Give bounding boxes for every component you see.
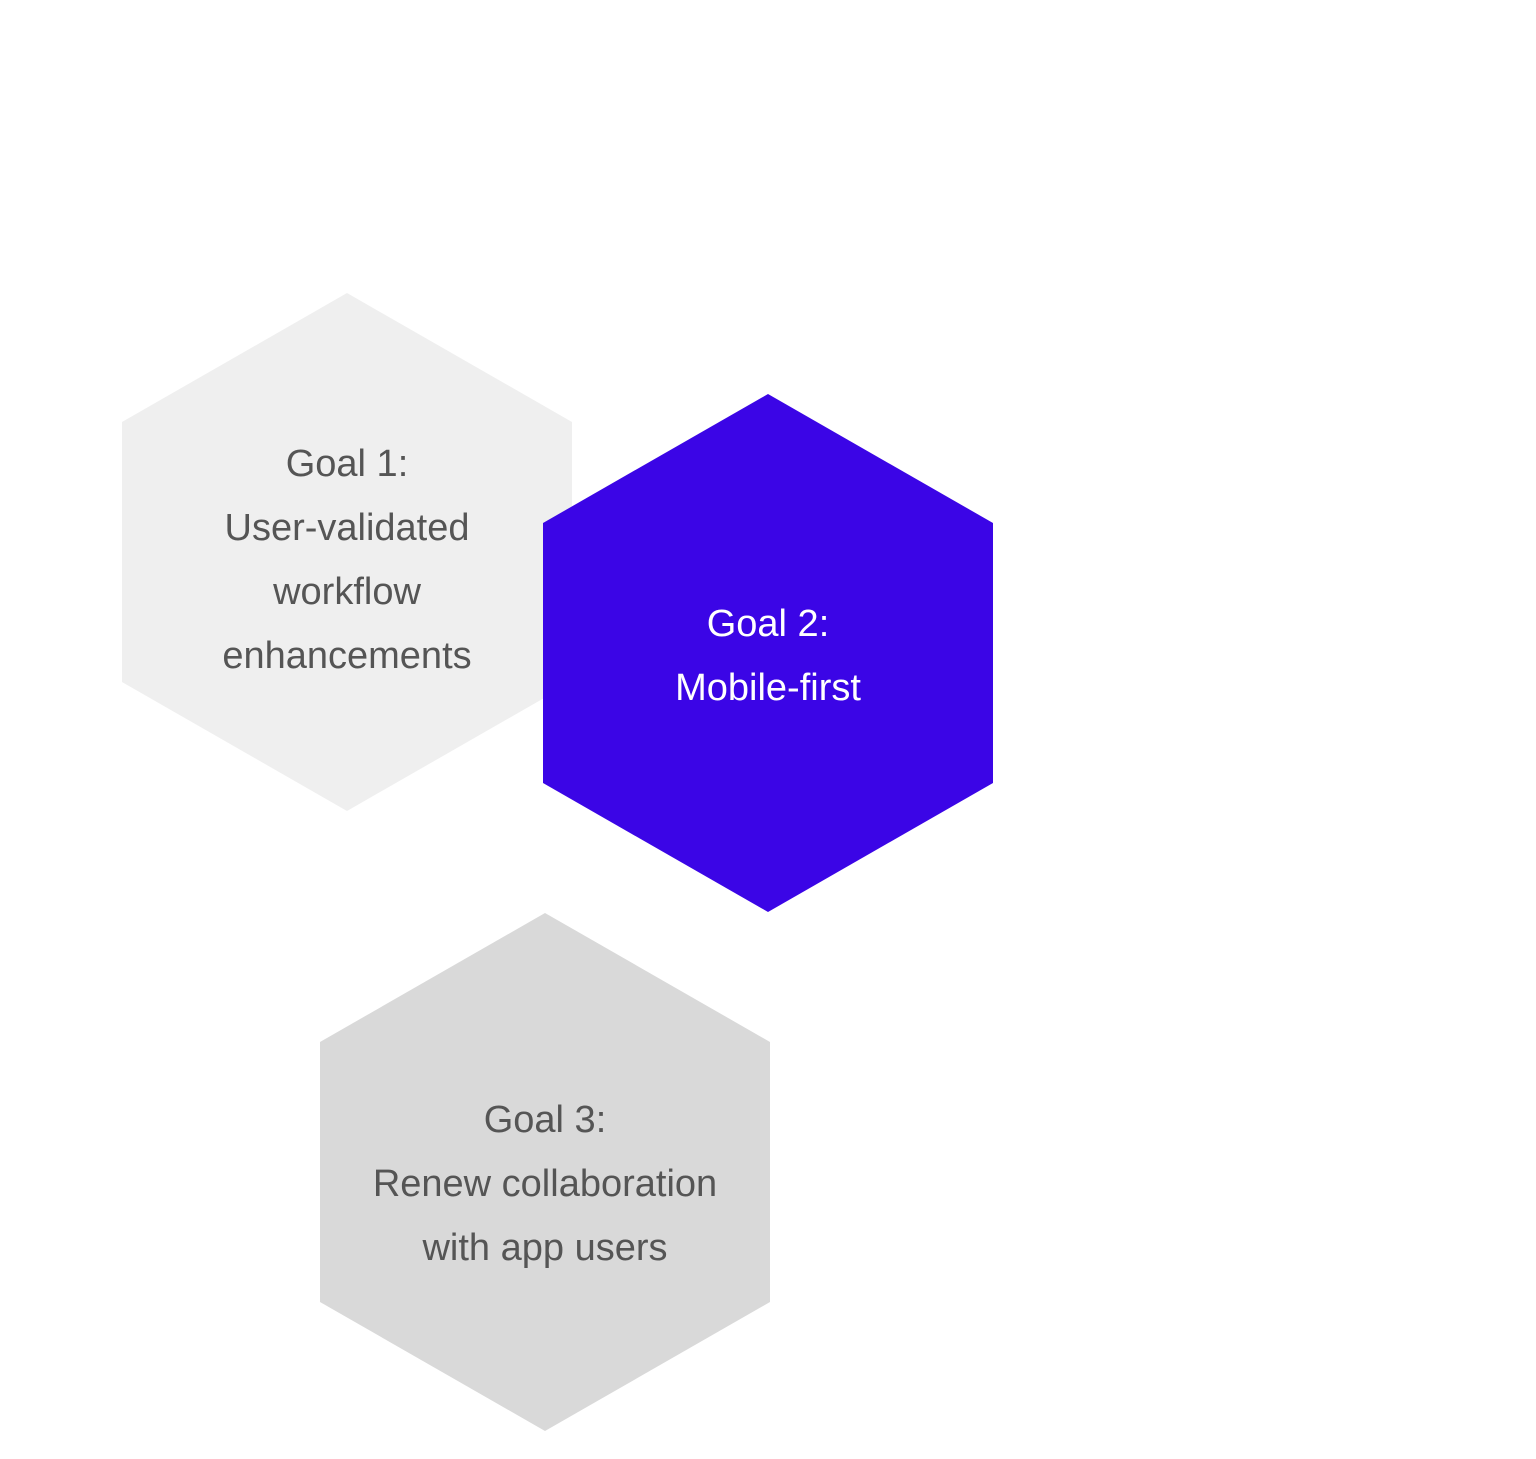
goal-1-hexagon: Goal 1: User-validated workflow enhancem… [122,293,572,811]
goal-1-shape [122,293,572,811]
goal-3-hexagon: Goal 3: Renew collaboration with app use… [320,913,770,1431]
goal-3-title: Goal 3: [484,1099,607,1141]
goal-2-shape [543,394,993,912]
goal-2-line-2: Mobile-first [675,667,861,709]
goal-3-line-3: with app users [421,1227,667,1269]
goal-2-title: Goal 2: [707,603,830,645]
goal-2-hexagon: Goal 2: Mobile-first [543,394,993,912]
goal-1-line-3: workflow [272,571,421,613]
goal-1-line-2: User-validated [225,507,470,549]
goal-3-line-2: Renew collaboration [373,1163,717,1205]
goal-1-title: Goal 1: [286,443,409,485]
goal-1-line-4: enhancements [222,635,471,677]
goal-3-shape [320,913,770,1431]
